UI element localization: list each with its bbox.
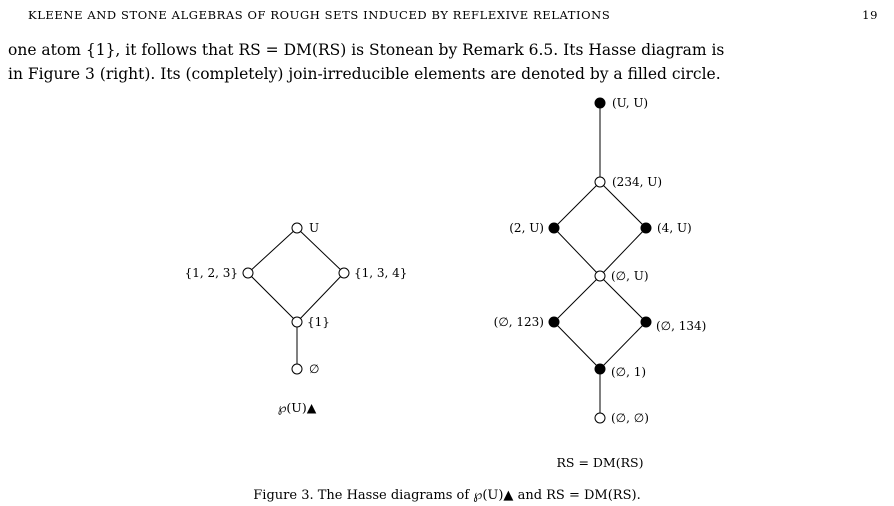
right-hasse-label-ee: (∅, ∅)	[611, 411, 649, 425]
left-hasse-edge	[247, 227, 298, 274]
hasse-labels: U {1, 2, 3} {1, 3, 4} {1} ∅ (U, U) (234, U) (2,…	[185, 96, 707, 425]
right-hasse-label-n2U: (2, U)	[509, 221, 544, 235]
right-hasse-node-n2U	[548, 222, 560, 234]
right-hasse-label-e1: (∅, 1)	[611, 365, 646, 379]
intro-line-1: one atom {1}, it follows that RS = DM(RS…	[8, 41, 725, 59]
left-hasse-node-empty	[291, 363, 303, 375]
left-hasse-label-s123: {1, 2, 3}	[185, 266, 238, 280]
right-hasse-edge	[553, 321, 601, 370]
right-hasse-node-eU	[594, 270, 606, 282]
left-hasse-label-empty: ∅	[309, 362, 319, 376]
running-header-title: KLEENE AND STONE ALGEBRAS OF ROUGH SETS …	[28, 8, 611, 22]
right-diagram-caption: RS = DM(RS)	[557, 455, 644, 470]
right-hasse-node-n4U	[640, 222, 652, 234]
left-hasse-node-s1	[291, 316, 303, 328]
hasse-nodes	[242, 97, 652, 424]
right-hasse-edge	[599, 181, 647, 229]
right-hasse-node-e123	[548, 316, 560, 328]
right-hasse-edge	[553, 275, 601, 323]
right-hasse-node-UU	[594, 97, 606, 109]
left-hasse-label-U: U	[309, 221, 319, 235]
right-hasse-label-n4U: (4, U)	[657, 221, 692, 235]
right-hasse-edge	[553, 181, 601, 229]
right-hasse-label-eU: (∅, U)	[611, 269, 649, 283]
left-hasse-label-s134: {1, 3, 4}	[354, 266, 407, 280]
left-diagram-caption: ℘(U)▲	[278, 400, 317, 415]
intro-line-2: in Figure 3 (right). Its (completely) jo…	[8, 65, 721, 83]
right-hasse-edge	[599, 275, 647, 323]
left-hasse-node-s123	[242, 267, 254, 279]
right-hasse-edge	[553, 227, 601, 277]
figure-caption: Figure 3. The Hasse diagrams of ℘(U)▲ an…	[253, 488, 641, 503]
left-hasse-edge	[247, 272, 298, 323]
right-hasse-edge	[599, 321, 647, 370]
left-hasse-edge	[296, 272, 345, 323]
right-hasse-label-e123: (∅, 123)	[494, 315, 544, 329]
right-hasse-label-UU: (U, U)	[612, 96, 648, 110]
right-hasse-node-e134	[640, 316, 652, 328]
right-hasse-edge	[599, 227, 647, 277]
right-hasse-node-n234U	[594, 176, 606, 188]
intro-paragraph: one atom {1}, it follows that RS = DM(RS…	[8, 38, 886, 86]
left-hasse-edge	[296, 227, 345, 274]
right-hasse-node-e1	[594, 363, 606, 375]
left-hasse-node-U	[291, 222, 303, 234]
page-number: 19	[862, 8, 878, 22]
right-hasse-label-e134: (∅, 134)	[656, 319, 706, 333]
right-hasse-label-n234U: (234, U)	[612, 175, 662, 189]
hasse-edges	[247, 103, 647, 418]
right-hasse-node-ee	[594, 412, 606, 424]
left-hasse-node-s134	[338, 267, 350, 279]
left-hasse-label-s1: {1}	[307, 315, 330, 329]
